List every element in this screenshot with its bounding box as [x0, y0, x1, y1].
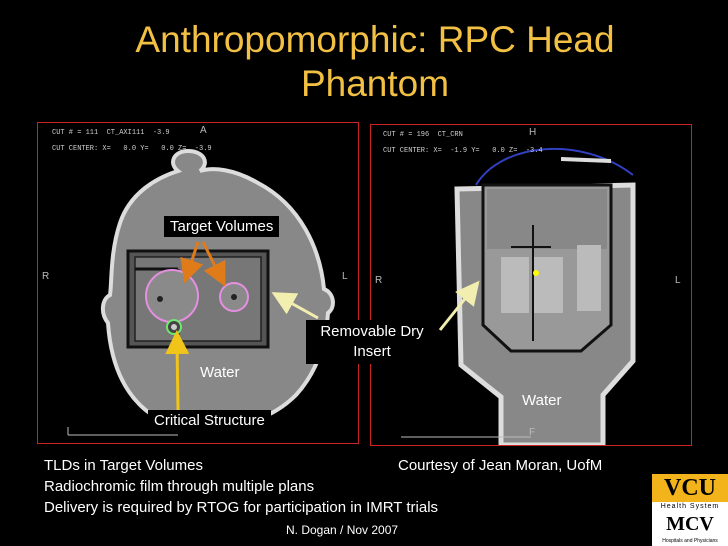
note-line-2: Radiochromic film through multiple plans	[44, 478, 315, 495]
water-right-label: Water	[522, 392, 562, 409]
right-scan-right-marker: L	[675, 275, 681, 286]
mcv-wordmark: MCV	[652, 512, 728, 536]
right-scan-top-marker: H	[529, 127, 537, 138]
right-scan-header-2: CUT CENTER: X= -1.9 Y= 0.0 Z= -3.4	[383, 147, 543, 155]
coronal-ct-image	[401, 147, 636, 445]
credit-line: Courtesy of Jean Moran, UofM	[398, 457, 603, 474]
left-scan-header-1: CUT # = 111 CT_AXI111 -3.9	[52, 129, 170, 137]
right-scan-bottom-marker: F	[529, 427, 536, 438]
right-scan-header-1: CUT # = 196 CT_CRN	[383, 131, 463, 139]
target-volumes-label: Target Volumes	[164, 216, 280, 237]
axial-ct-image	[67, 148, 335, 436]
left-scan-right-marker: L	[342, 271, 348, 282]
hospitals-text: Hospitals and Physicians	[652, 536, 728, 546]
slide-title: Anthropomorphic: RPC Head Phantom	[135, 19, 615, 104]
note-line-3: Delivery is required by RTOG for partici…	[44, 499, 439, 516]
left-ct-scan-panel: CUT # = 111 CT_AXI111 -3.9 CUT CENTER: X…	[37, 122, 359, 444]
left-scan-header-2: CUT CENTER: X= 0.0 Y= 0.0 Z= -3.9	[52, 145, 212, 153]
slide-footer: N. Dogan / Nov 2007	[286, 523, 399, 537]
left-scan-top-marker: A	[200, 125, 207, 136]
critical-structure-label: Critical Structure	[148, 410, 271, 431]
vcu-wordmark: VCU	[652, 474, 728, 502]
left-scan-left-marker: R	[42, 271, 50, 282]
water-left-label: Water	[200, 364, 240, 381]
right-ct-scan-panel: CUT # = 196 CT_CRN CUT CENTER: X= -1.9 Y…	[370, 124, 692, 446]
health-system-text: Health System	[652, 502, 728, 512]
right-scan-left-marker: R	[375, 275, 383, 286]
note-line-1: TLDs in Target Volumes	[44, 457, 203, 474]
removable-insert-label: Removable Dry Insert	[306, 320, 438, 364]
vcu-mcv-logo: VCU Health System MCV Hospitals and Phys…	[652, 474, 728, 546]
